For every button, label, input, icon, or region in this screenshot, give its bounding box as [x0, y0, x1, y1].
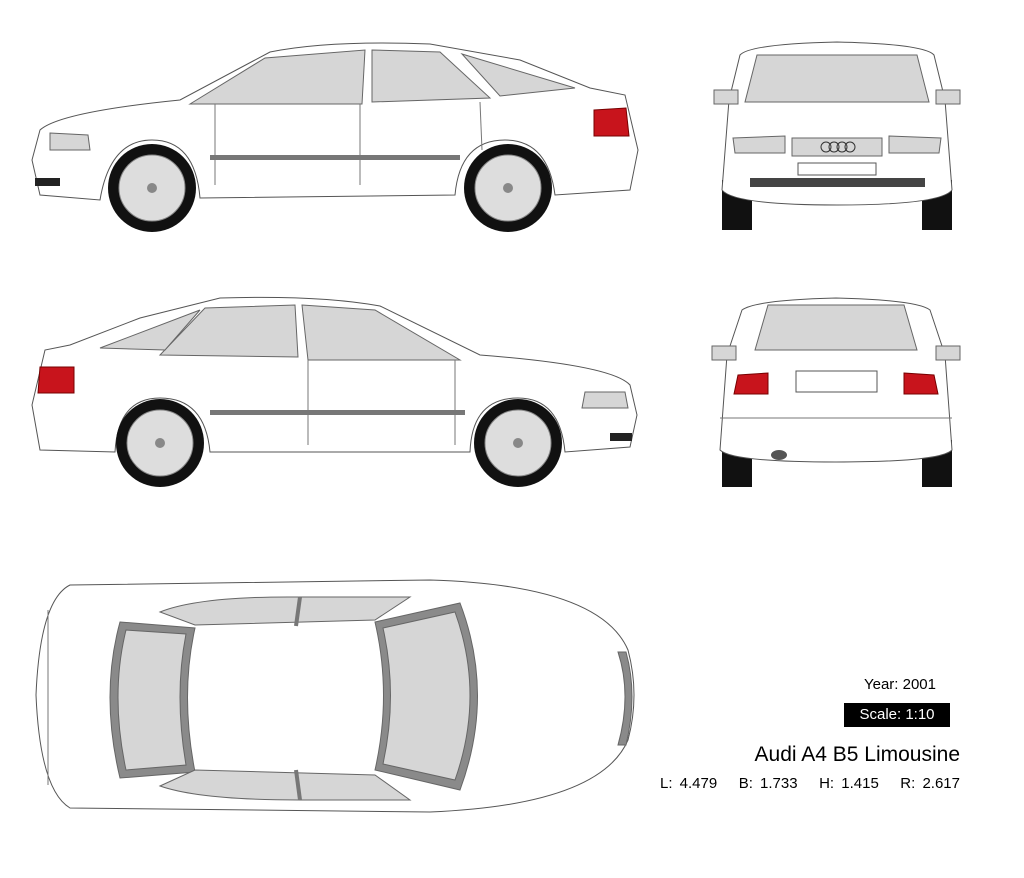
- scale-badge: Scale: 1:10: [844, 703, 950, 727]
- year-label: Year: 2001: [863, 676, 936, 693]
- top-view: [35, 579, 635, 813]
- side-view-right: [31, 296, 638, 487]
- front-view: [713, 41, 961, 230]
- dimensions-label: L: 4.479 B: 1.733 H: 1.415 R: 2.617: [659, 775, 960, 792]
- model-title: Audi A4 B5 Limousine: [754, 743, 960, 766]
- side-view-left: [31, 42, 639, 232]
- rear-view: [711, 297, 961, 487]
